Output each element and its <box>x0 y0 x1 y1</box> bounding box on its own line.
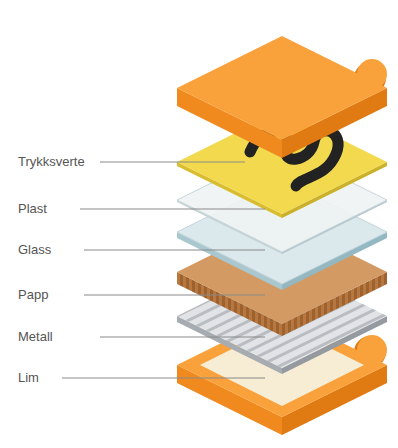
leader-line <box>84 295 265 296</box>
layer-label: Glass <box>18 242 51 258</box>
layer-label: Lim <box>18 370 39 386</box>
leader-lines <box>62 162 265 378</box>
leader-line <box>62 378 265 379</box>
leader-line <box>84 250 265 251</box>
layer-label: Metall <box>18 329 53 345</box>
top-bread <box>177 36 387 158</box>
layer-label: Papp <box>18 287 48 303</box>
leader-line <box>100 162 245 163</box>
leader-line <box>100 337 265 338</box>
leader-line <box>80 209 265 210</box>
layer-label: Trykksverte <box>18 154 85 170</box>
layer-label: Plast <box>18 201 47 217</box>
